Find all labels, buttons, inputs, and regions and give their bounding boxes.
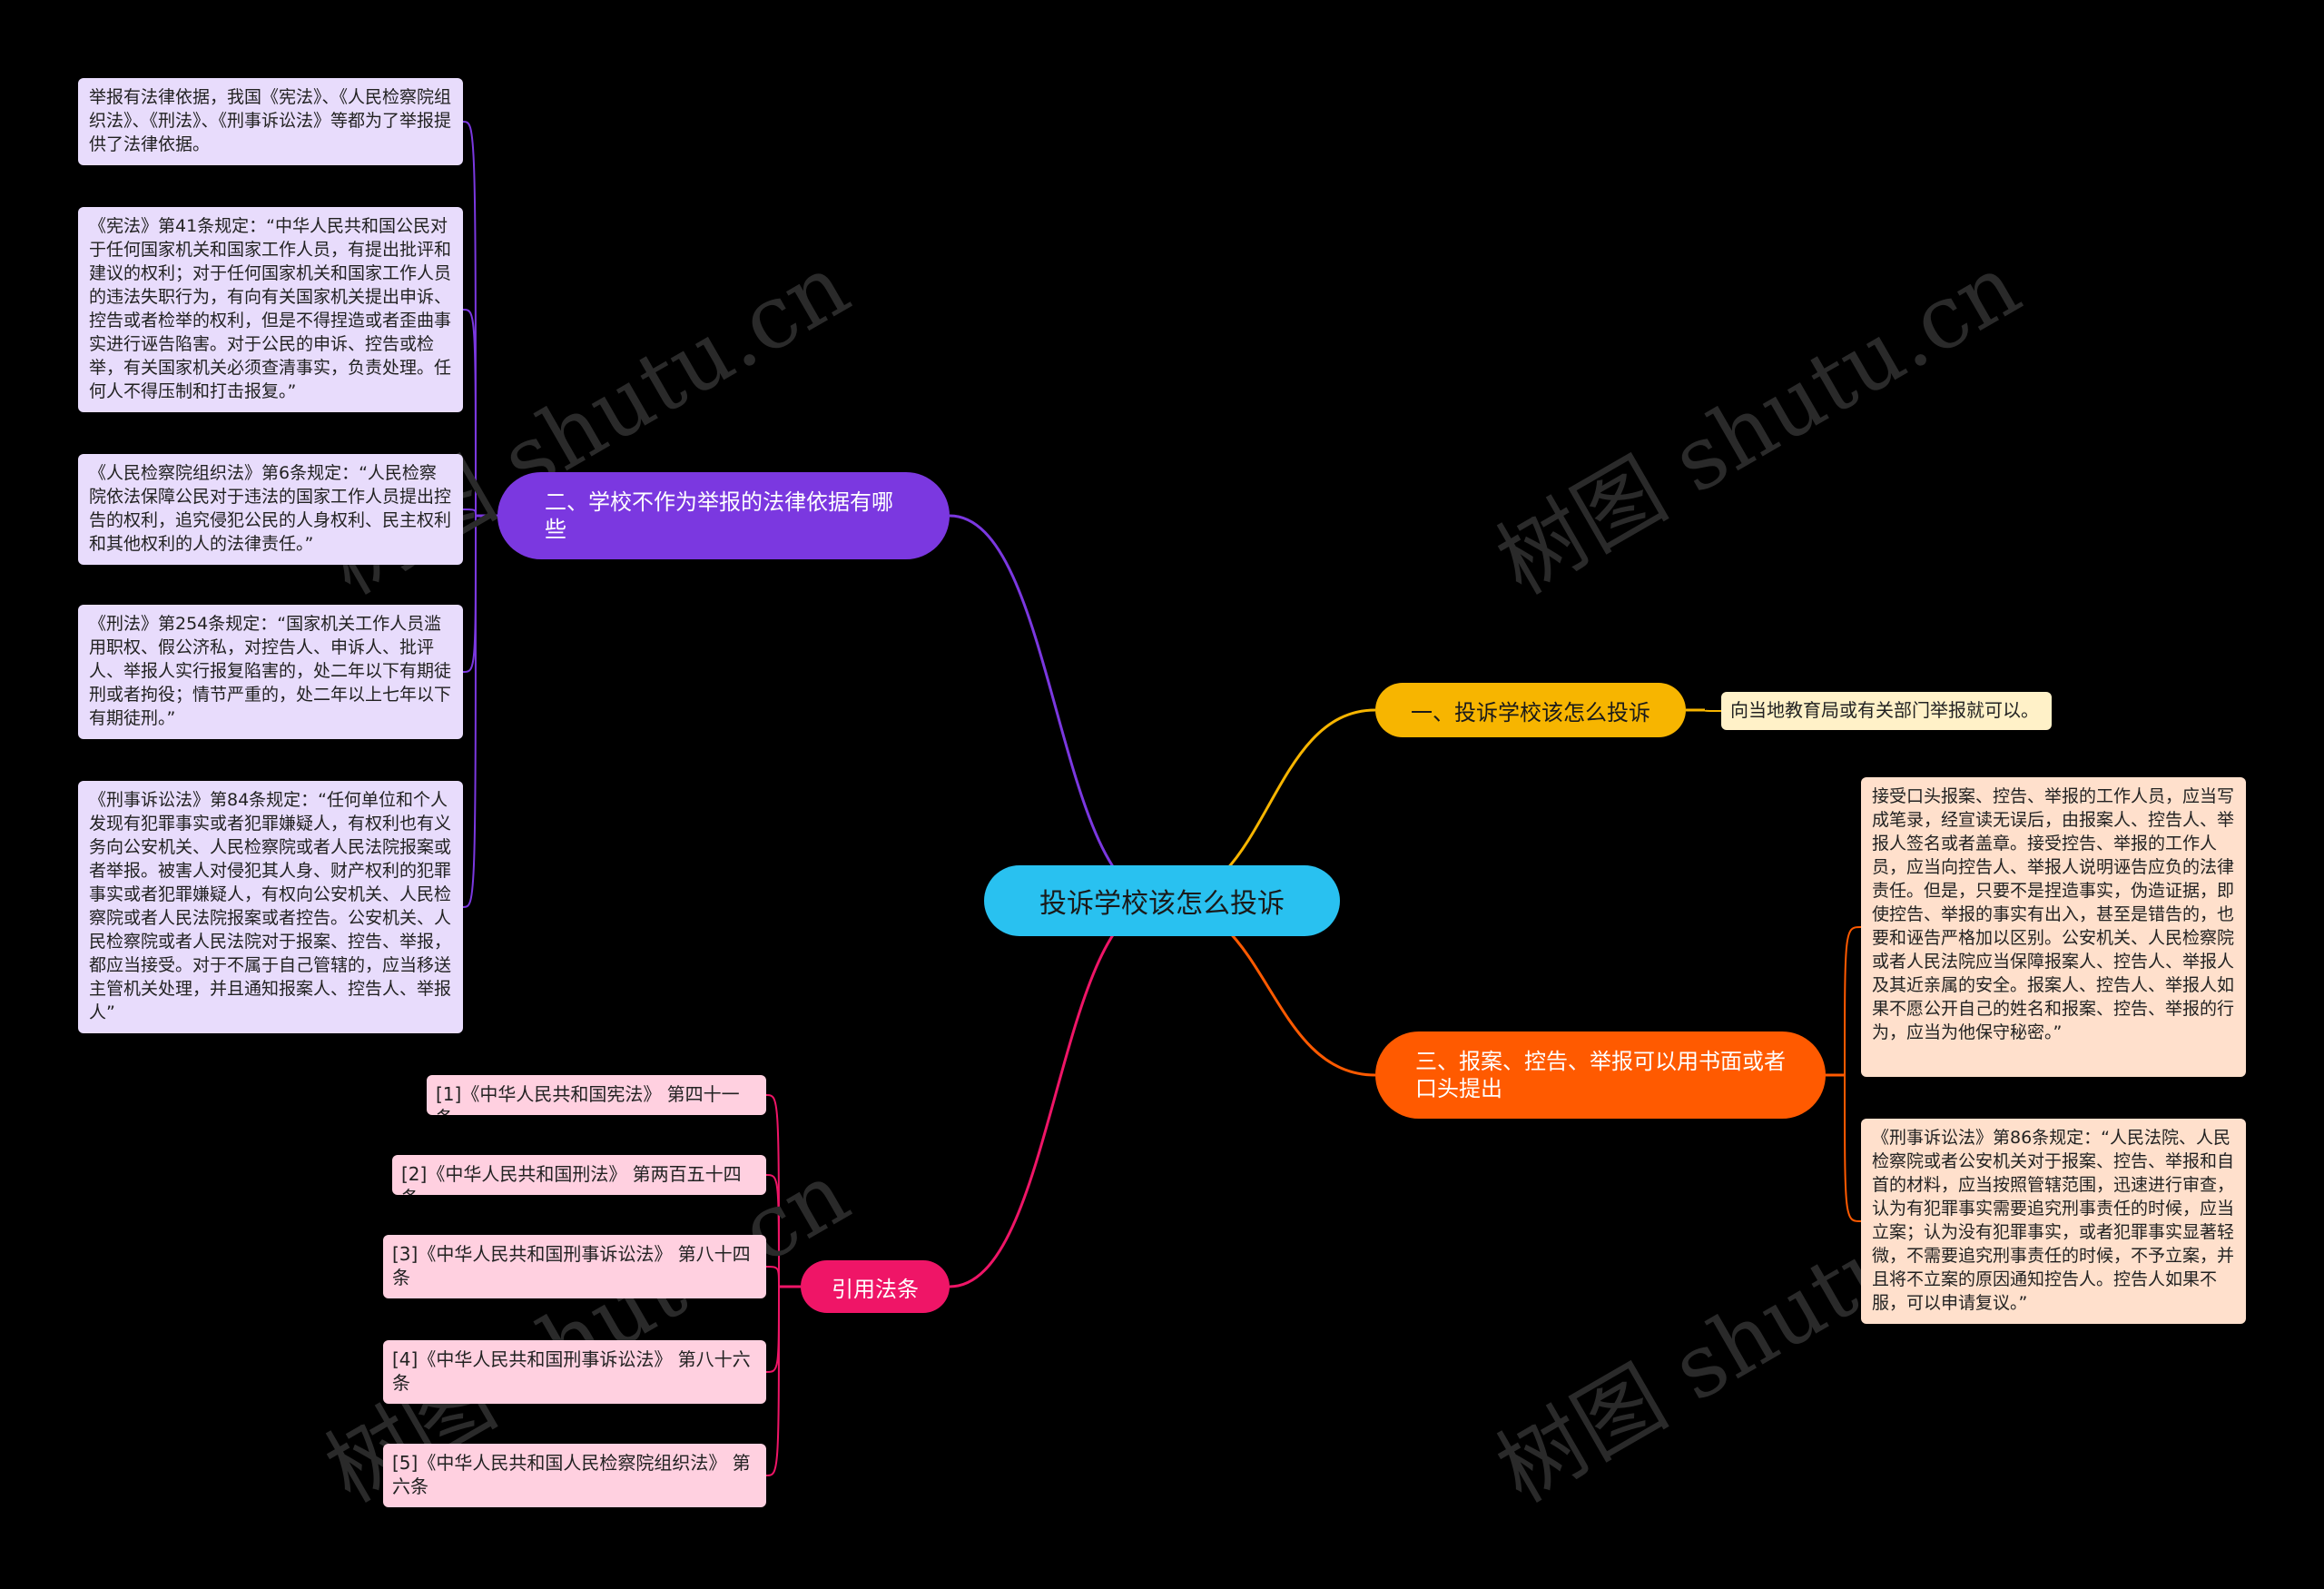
leaf-note-text: 《刑事诉讼法》第86条规定：“人民法院、人民检察院或者公安机关对于报案、控告、举…	[1872, 1128, 2235, 1313]
connector-line	[949, 514, 1163, 903]
connector-line	[462, 121, 477, 517]
connector-line	[1844, 1074, 1862, 1222]
branch-topic-3[interactable]: 三、报案、控告、举报可以用书面或者口头提出	[1375, 1031, 1826, 1119]
connector-line	[765, 1286, 780, 1476]
leaf-note-text: 《宪法》第41条规定：“中华人民共和国公民对于任何国家机关和国家工作人员，有提出…	[89, 216, 452, 401]
leaf-note[interactable]: 接受口头报案、控告、举报的工作人员，应当写成笔录，经宣读无误后，由报案人、控告人…	[1861, 777, 2246, 1077]
connector-line	[462, 508, 477, 517]
branch-topic-label: 二、学校不作为举报的法律依据有哪些	[545, 489, 893, 542]
leaf-note[interactable]: 《宪法》第41条规定：“中华人民共和国公民对于任何国家机关和国家工作人员，有提出…	[78, 207, 463, 412]
leaf-note-text: [4]《中华人民共和国刑事诉讼法》 第八十六条	[392, 1348, 751, 1394]
leaf-note[interactable]: 举报有法律依据，我国《宪法》、《人民检察院组织法》、《刑法》、《刑事诉讼法》等都…	[78, 78, 463, 165]
branch-topic-1[interactable]: 一、投诉学校该怎么投诉	[1375, 683, 1686, 737]
root-topic-label: 投诉学校该怎么投诉	[1039, 888, 1285, 920]
leaf-note-text: 《刑法》第254条规定：“国家机关工作人员滥用职权、假公济私，对控告人、申诉人、…	[89, 614, 452, 728]
leaf-note[interactable]: [4]《中华人民共和国刑事诉讼法》 第八十六条	[383, 1340, 766, 1404]
leaf-note[interactable]: 《刑事诉讼法》第84条规定：“任何单位和个人发现有犯罪事实或者犯罪嫌疑人，有权利…	[78, 781, 463, 1033]
leaf-note[interactable]: 《刑法》第254条规定：“国家机关工作人员滥用职权、假公济私，对控告人、申诉人、…	[78, 605, 463, 739]
connector-line	[765, 1266, 780, 1288]
connector-line	[1704, 709, 1722, 712]
branch-topic-label: 引用法条	[832, 1276, 919, 1302]
connector-line	[1844, 926, 1862, 1076]
branch-topic-label: 一、投诉学校该怎么投诉	[1411, 699, 1650, 725]
leaf-note-text: [2]《中华人民共和国刑法》 第两百五十四条	[401, 1163, 742, 1195]
connector-line	[462, 309, 477, 517]
leaf-note-text: [1]《中华人民共和国宪法》 第四十一条	[436, 1083, 740, 1115]
leaf-note-text: 举报有法律依据，我国《宪法》、《人民检察院组织法》、《刑法》、《刑事诉讼法》等都…	[89, 87, 452, 154]
leaf-note-text: 接受口头报案、控告、举报的工作人员，应当写成笔录，经宣读无误后，由报案人、控告人…	[1872, 786, 2235, 1042]
branch-topic-label: 三、报案、控告、举报可以用书面或者口头提出	[1415, 1049, 1786, 1101]
leaf-note[interactable]: [5]《中华人民共和国人民检察院组织法》 第六条	[383, 1444, 766, 1507]
connector-line	[462, 515, 477, 673]
leaf-note[interactable]: 《刑事诉讼法》第86条规定：“人民法院、人民检察院或者公安机关对于报案、控告、举…	[1861, 1119, 2246, 1324]
leaf-note[interactable]: 《人民检察院组织法》第6条规定：“人民检察院依法保障公民对于违法的国家工作人员提…	[78, 454, 463, 565]
leaf-note[interactable]: 向当地教育局或有关部门举报就可以。	[1721, 692, 2052, 730]
leaf-note[interactable]: [3]《中华人民共和国刑事诉讼法》 第八十四条	[383, 1235, 766, 1298]
branch-topic-2[interactable]: 二、学校不作为举报的法律依据有哪些	[497, 472, 950, 559]
leaf-note[interactable]: [2]《中华人民共和国刑法》 第两百五十四条	[392, 1155, 766, 1195]
leaf-note-text: 《刑事诉讼法》第84条规定：“任何单位和个人发现有犯罪事实或者犯罪嫌疑人，有权利…	[89, 790, 452, 1022]
connector-line	[765, 1174, 780, 1288]
leaf-note-text: [3]《中华人民共和国刑事诉讼法》 第八十四条	[392, 1243, 751, 1288]
connector-line	[462, 515, 477, 908]
connector-line	[949, 899, 1163, 1288]
branch-topic-4[interactable]: 引用法条	[801, 1260, 950, 1313]
leaf-note-text: 向当地教育局或有关部门举报就可以。	[1730, 699, 2039, 721]
leaf-note-text: [5]《中华人民共和国人民检察院组织法》 第六条	[392, 1452, 751, 1497]
root-topic[interactable]: 投诉学校该怎么投诉	[984, 865, 1340, 936]
leaf-note[interactable]: [1]《中华人民共和国宪法》 第四十一条	[427, 1075, 766, 1115]
leaf-note-text: 《人民检察院组织法》第6条规定：“人民检察院依法保障公民对于违法的国家工作人员提…	[89, 463, 452, 554]
connector-line	[765, 1286, 780, 1373]
